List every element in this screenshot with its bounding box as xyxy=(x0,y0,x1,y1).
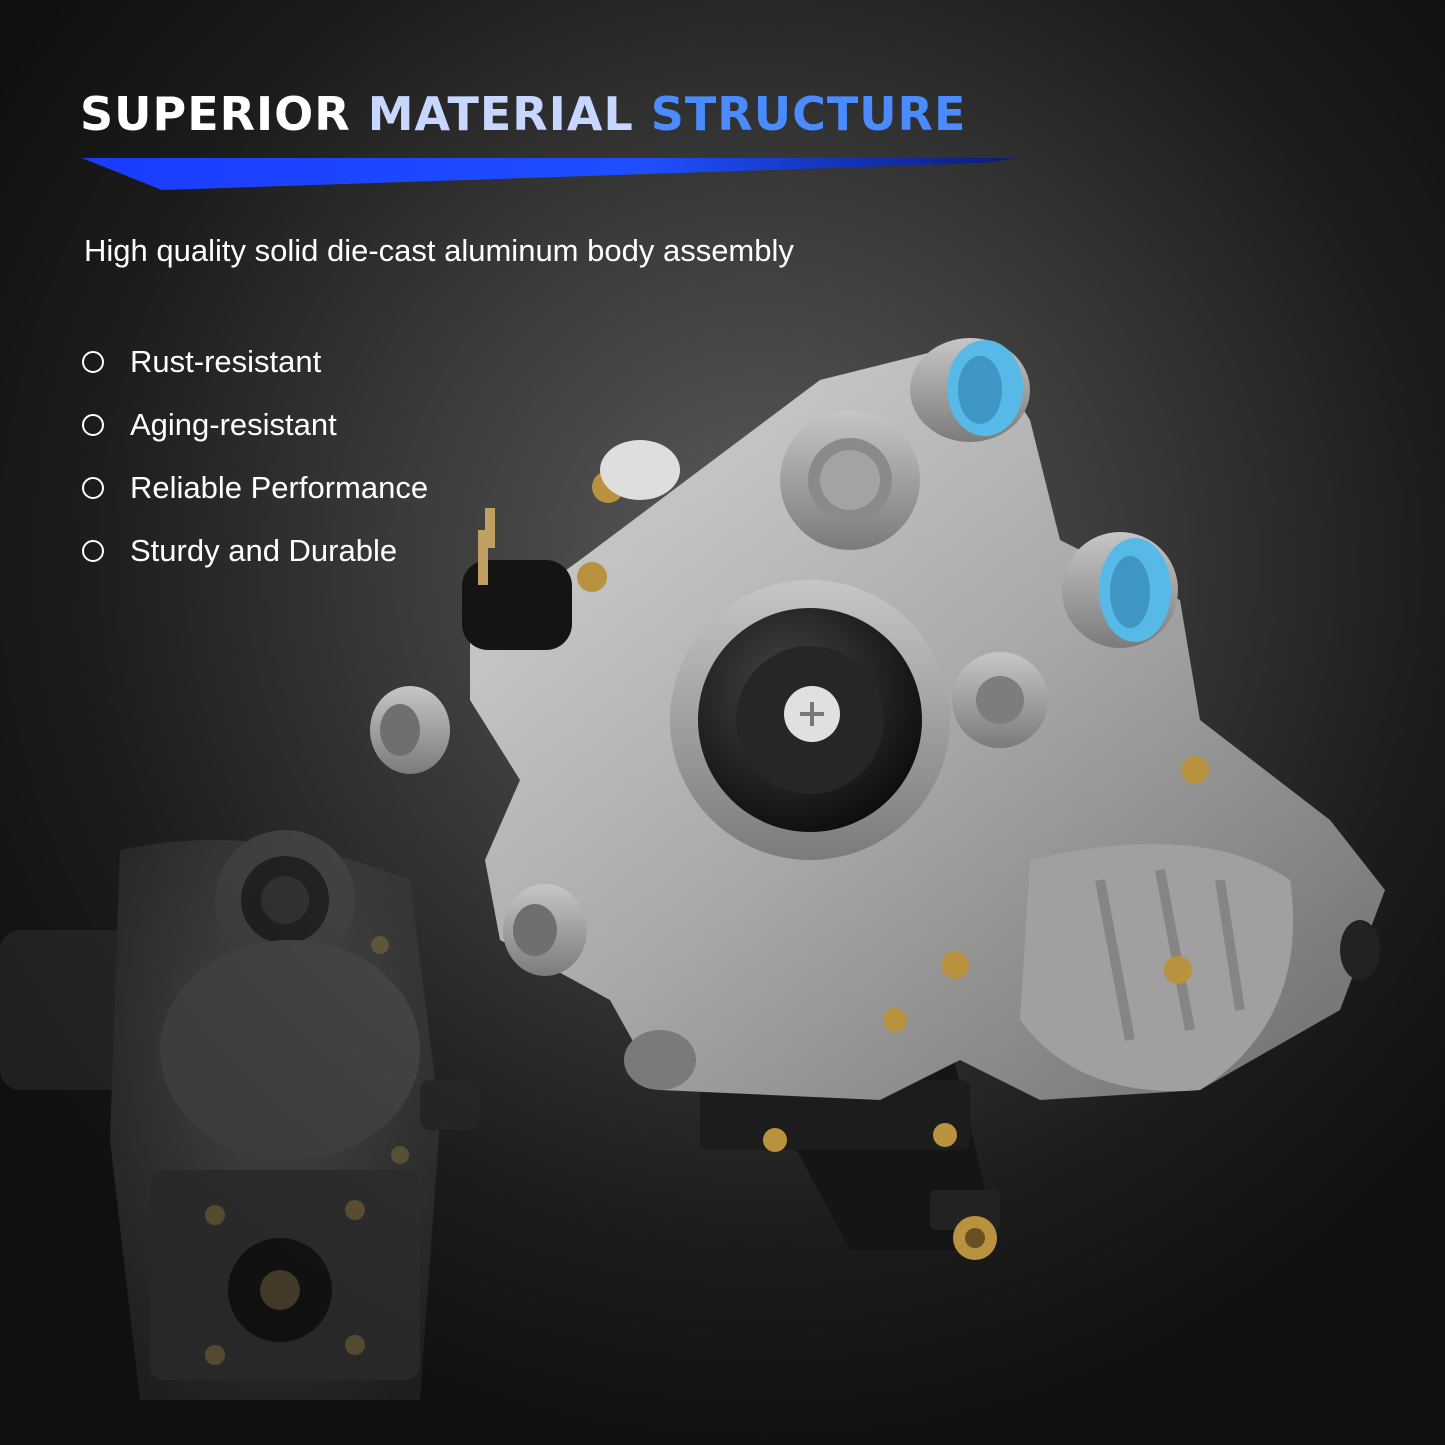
headline: SUPERIOR MATERIAL STRUCTURE xyxy=(80,86,966,142)
circle-outline-icon xyxy=(82,476,104,499)
feature-label: Rust-resistant xyxy=(130,343,322,379)
feature-item: Sturdy and Durable xyxy=(82,519,428,582)
feature-item: Rust-resistant xyxy=(82,330,428,393)
headline-underline-bar xyxy=(82,158,1018,190)
circle-outline-icon xyxy=(82,539,104,562)
headline-word-material: MATERIAL xyxy=(367,87,634,141)
circle-outline-icon xyxy=(82,413,104,436)
feature-list: Rust-resistant Aging-resistant Reliable … xyxy=(82,330,428,582)
feature-label: Reliable Performance xyxy=(130,469,429,505)
feature-label: Aging-resistant xyxy=(130,406,337,442)
feature-label: Sturdy and Durable xyxy=(130,532,398,568)
main-valve-image xyxy=(370,338,1385,1260)
subtitle: High quality solid die-cast aluminum bod… xyxy=(84,233,794,268)
headline-word-structure: STRUCTURE xyxy=(650,87,967,141)
secondary-valve-image xyxy=(0,830,480,1400)
feature-item: Reliable Performance xyxy=(82,456,428,519)
headline-word-superior: SUPERIOR xyxy=(80,87,351,141)
circle-outline-icon xyxy=(82,350,104,373)
feature-item: Aging-resistant xyxy=(82,393,428,456)
